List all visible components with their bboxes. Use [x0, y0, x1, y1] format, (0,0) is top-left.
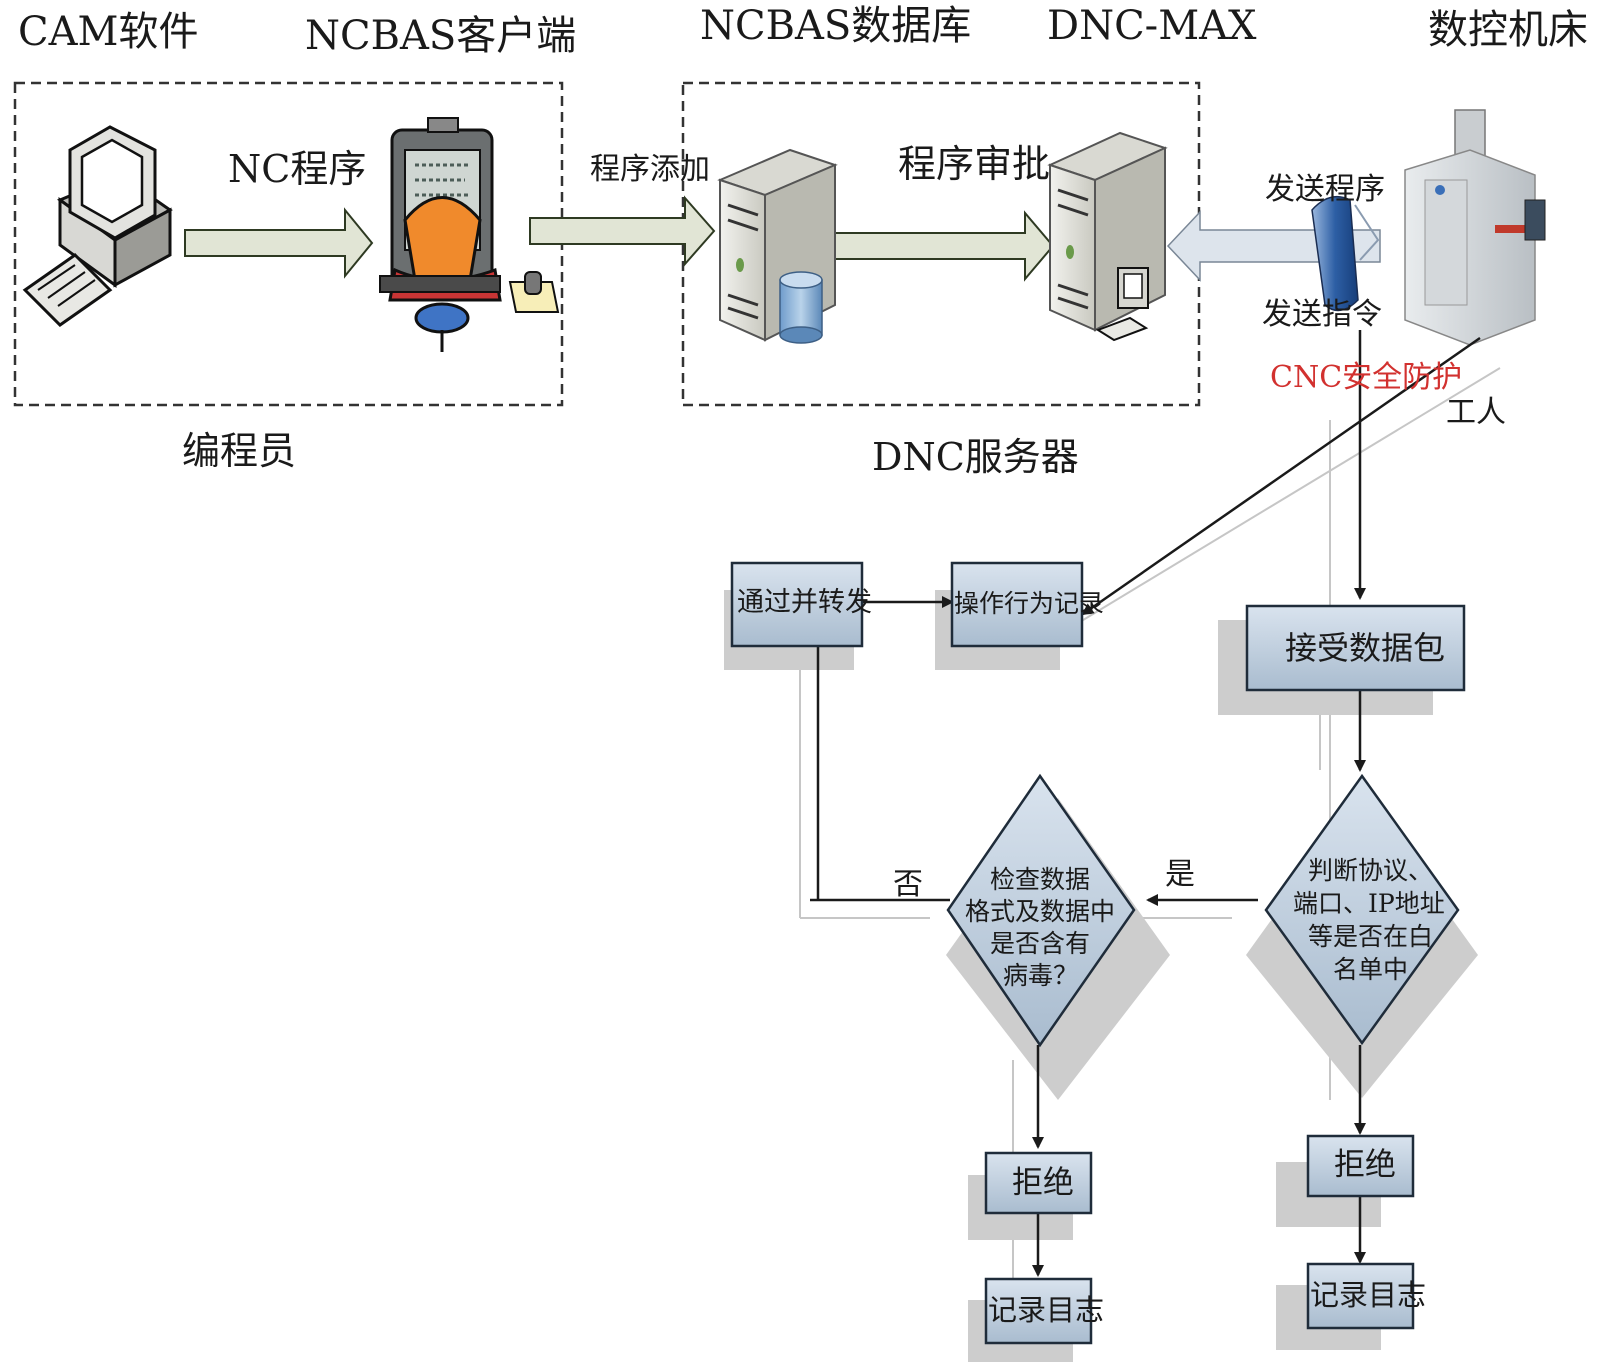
add-program-arrow — [529, 195, 716, 267]
flow-connectors — [810, 330, 1481, 1277]
receive-packet-box — [1245, 604, 1466, 692]
send-command-label: 发送指令 — [1262, 297, 1382, 332]
whitelist-line-1: 判断协议、 — [1308, 856, 1434, 885]
virus-check-line-3: 是否含有 — [990, 929, 1091, 958]
virus-check-decision-diamond — [946, 773, 1136, 1048]
receive-packet-text: 接受数据包 — [1285, 629, 1446, 667]
nc-program-arrow — [184, 207, 374, 279]
pass-forward-box — [730, 561, 864, 648]
log-left-text: 记录目志 — [988, 1293, 1105, 1327]
log-right-text: 记录目志 — [1310, 1278, 1427, 1312]
reject-left-text: 拒绝 — [1012, 1165, 1074, 1201]
database-server-icon — [717, 148, 838, 344]
send-program-label: 发送程序 — [1265, 172, 1385, 207]
log-right-box — [1306, 1262, 1415, 1330]
virus-check-line-2: 格式及数据中 — [965, 897, 1116, 926]
dnc-max-server-icon — [1047, 131, 1168, 342]
whitelist-line-2: 端口、IP地址 — [1293, 889, 1445, 918]
approval-label: 程序审批 — [898, 142, 1051, 186]
dnc-server-group-label: DNC服务器 — [872, 435, 1079, 479]
log-left-box — [984, 1277, 1093, 1345]
cnc-protection-label: CNC安全防护 — [1270, 360, 1463, 395]
virus-check-line-4: 病毒？ — [1003, 961, 1079, 990]
ncbas-client-label: NCBAS客户端 — [305, 13, 577, 59]
programmer-icon — [379, 117, 560, 352]
virus-check-line-1: 检查数据 — [990, 865, 1091, 894]
whitelist-decision-diamond — [1264, 773, 1460, 1046]
nc-program-label: NC程序 — [228, 147, 367, 191]
security-shield-icon — [1311, 195, 1380, 312]
whitelist-line-3: 等是否在白 — [1308, 922, 1434, 951]
worker-label: 工人 — [1446, 395, 1506, 430]
pass-forward-text: 通过并转发 — [737, 587, 872, 618]
whitelist-line-4: 名单中 — [1333, 955, 1409, 984]
add-program-label: 程序添加 — [590, 152, 710, 187]
log-behavior-text: 操作行为记录 — [954, 589, 1105, 618]
no-label: 否 — [893, 867, 923, 902]
cam-computer-icon — [22, 125, 173, 327]
ncbas-database-label: NCBAS数据库 — [700, 3, 972, 49]
approval-arrow — [834, 210, 1055, 282]
cnc-machine-icon — [1404, 109, 1546, 346]
log-behavior-box — [950, 561, 1084, 648]
cam-software-label: CAM软件 — [18, 9, 199, 55]
cnc-machine-label: 数控机床 — [1428, 7, 1588, 53]
reject-right-text: 拒绝 — [1334, 1147, 1396, 1183]
dnc-max-label: DNC-MAX — [1047, 3, 1257, 49]
programmer-group-label: 编程员 — [182, 429, 297, 473]
reject-left-box — [984, 1151, 1093, 1215]
yes-label: 是 — [1165, 857, 1195, 892]
reject-right-box — [1306, 1134, 1415, 1198]
